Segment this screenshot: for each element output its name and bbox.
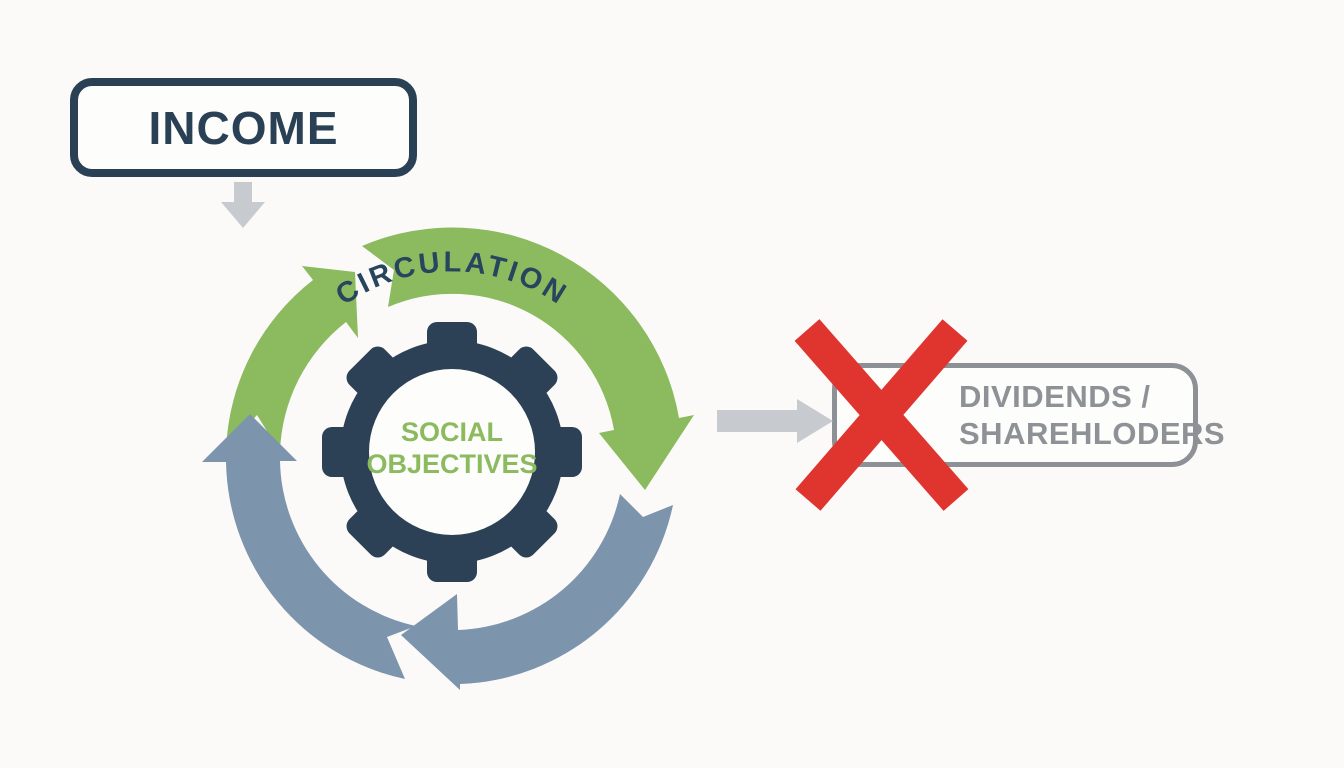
dividends-shareholders-box: DIVIDENDS / SHAREHLODERS (832, 363, 1226, 467)
gear-icon (322, 322, 582, 582)
green-cycle-arc-icon (226, 266, 358, 452)
center-label-line2: OBJECTIVES (366, 449, 537, 479)
circulation-band-icon (362, 227, 694, 490)
circulation-label: CIRCULATION (330, 246, 573, 311)
down-arrow-icon (221, 182, 265, 228)
blue-cycle-arc-bottom-icon (401, 494, 673, 690)
income-box: INCOME (70, 78, 417, 177)
blocked-box-line2: SHAREHLODERS (959, 416, 1226, 451)
blue-cycle-arc-left-icon (202, 414, 416, 679)
center-label-line1: SOCIAL (401, 417, 503, 447)
income-label: INCOME (148, 101, 339, 154)
right-arrow-icon (717, 399, 833, 443)
blocked-box-line1: DIVIDENDS / (959, 379, 1151, 414)
